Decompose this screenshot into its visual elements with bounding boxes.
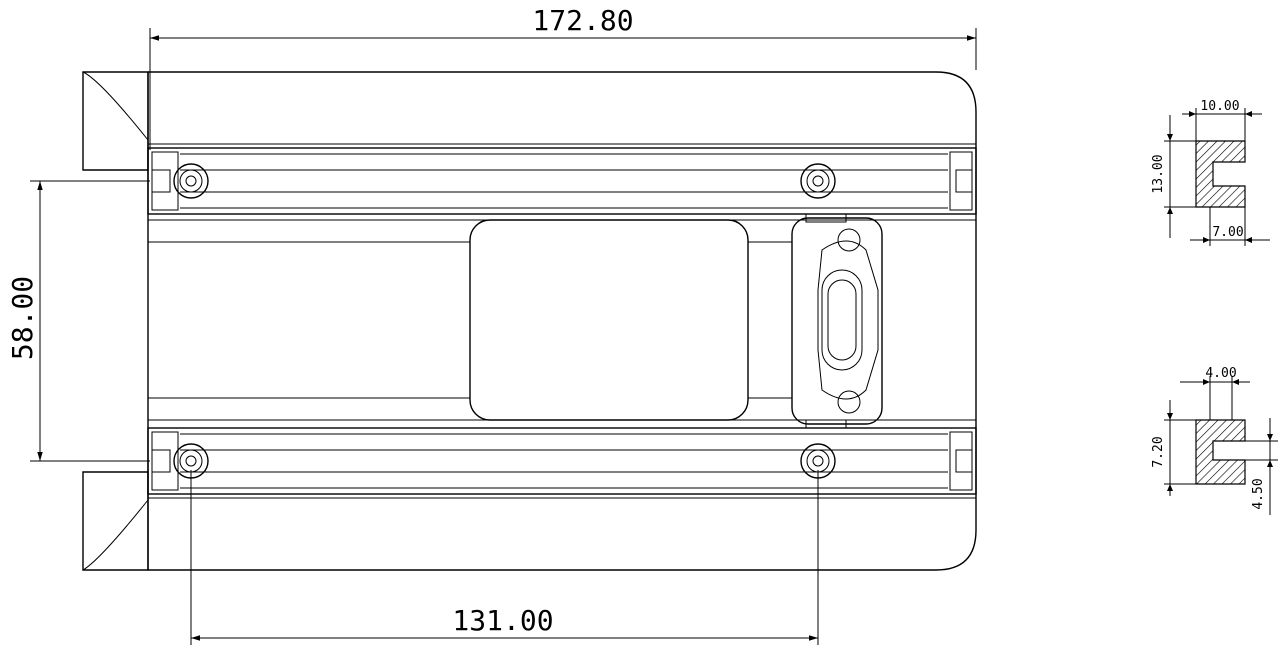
- profile-a-section: 10.00 13.00 7.00: [1151, 99, 1270, 246]
- left-flange-bottom: [82, 471, 149, 571]
- profile-b-section: 4.00 7.20 4.50: [1151, 366, 1278, 515]
- connector-plate: [791, 213, 883, 429]
- profile-a-height-label: 13.00: [1151, 154, 1166, 193]
- main-view: 172.80 131.00 58.00: [6, 4, 977, 645]
- profile-b-height-label: 7.20: [1151, 436, 1166, 467]
- rail-spacing-label: 58.00: [6, 276, 39, 360]
- dim-rail-spacing: 58.00: [6, 180, 150, 462]
- left-flange-top: [82, 71, 149, 171]
- overall-length-label: 172.80: [532, 4, 633, 37]
- profile-a-depth-label: 7.00: [1212, 225, 1243, 240]
- top-rail: [147, 147, 977, 215]
- profile-a-hatch: [1195, 140, 1246, 208]
- profile-b-hatch: [1195, 419, 1246, 485]
- profile-a-width-label: 10.00: [1200, 99, 1239, 114]
- bolt-top-right: [800, 163, 836, 199]
- bottom-rail: [147, 427, 977, 495]
- bolt-spacing-label: 131.00: [452, 604, 553, 637]
- body-outline: [148, 71, 977, 571]
- dim-bolt-spacing: 131.00: [190, 470, 819, 645]
- dim-overall-length: 172.80: [149, 4, 977, 150]
- profile-b-slot-label: 4.50: [1251, 478, 1266, 509]
- bolt-top-left: [173, 163, 209, 199]
- profile-b-width-label: 4.00: [1205, 366, 1236, 381]
- center-pad: [469, 219, 749, 421]
